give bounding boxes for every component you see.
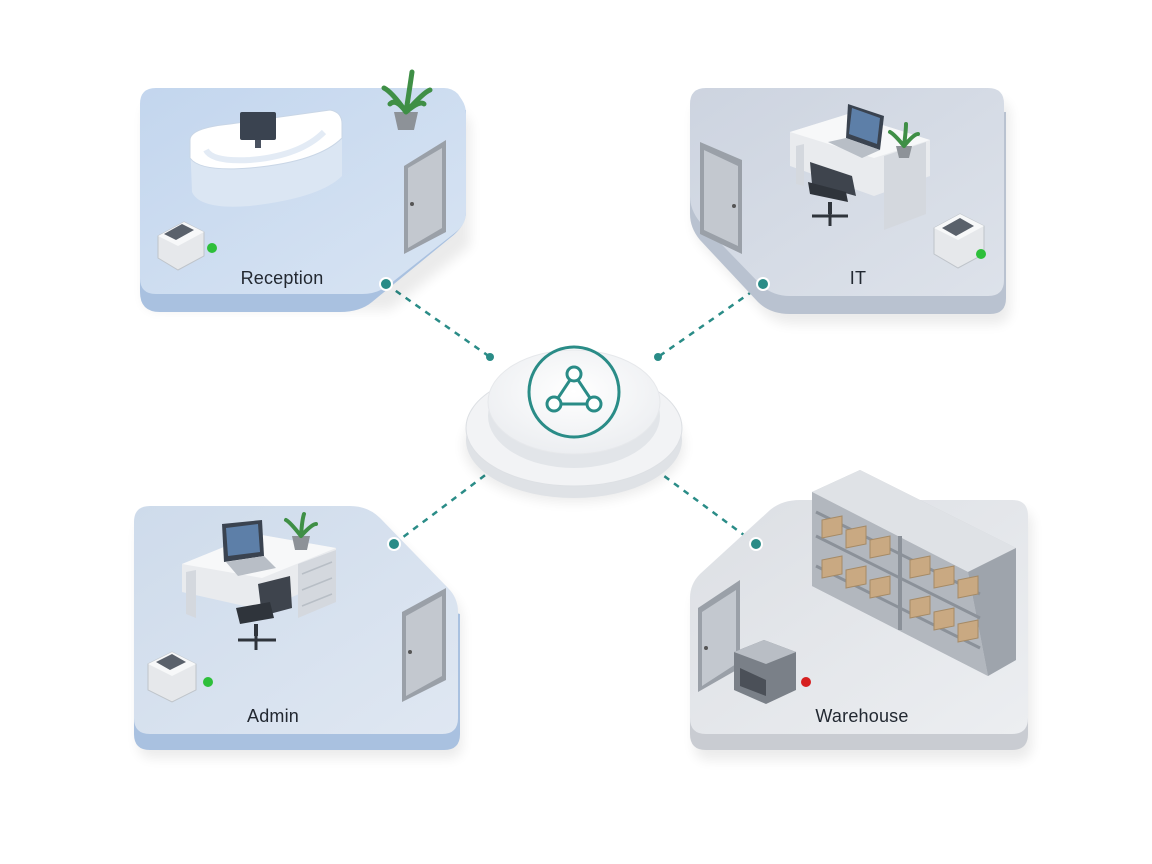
room-it[interactable] [690, 88, 1010, 324]
printer-icon [734, 640, 796, 704]
box-icon [821, 515, 979, 643]
door-icon [700, 142, 742, 254]
network-share-icon [527, 345, 621, 439]
printer-status-offline [801, 677, 811, 687]
monitor-icon [240, 112, 276, 148]
printer-status-online [976, 249, 986, 259]
printer-icon [157, 221, 205, 271]
network-hub[interactable] [464, 345, 684, 502]
room-port-it [756, 277, 770, 291]
room-admin[interactable] [134, 506, 462, 758]
plant-icon [888, 122, 920, 158]
room-label-it: IT [849, 268, 867, 288]
laptop-icon [828, 104, 884, 158]
office-chair-icon [808, 162, 856, 226]
room-reception[interactable] [140, 69, 470, 312]
hub-port-it [654, 353, 662, 361]
office-chair-icon [236, 576, 292, 650]
door-icon [698, 580, 740, 692]
printer-status-online [207, 243, 217, 253]
connector-admin [393, 469, 493, 545]
room-label-reception: Reception [240, 268, 324, 288]
connector-reception [385, 282, 491, 359]
room-warehouse[interactable] [690, 470, 1032, 760]
door-icon [404, 140, 446, 254]
plant-icon [284, 512, 318, 550]
connector-it [657, 282, 764, 359]
printer-icon [147, 651, 197, 703]
hub-port-reception [486, 353, 494, 361]
door-icon [402, 588, 446, 702]
printer-status-online [203, 677, 213, 687]
room-label-admin: Admin [246, 706, 300, 726]
room-port-admin [387, 537, 401, 551]
storage-shelves [812, 470, 1016, 676]
room-port-reception [379, 277, 393, 291]
connector-warehouse [655, 468, 757, 546]
plant-icon [381, 69, 433, 130]
room-port-warehouse [749, 537, 763, 551]
room-label-warehouse: Warehouse [815, 706, 909, 726]
laptop-icon [222, 520, 276, 576]
